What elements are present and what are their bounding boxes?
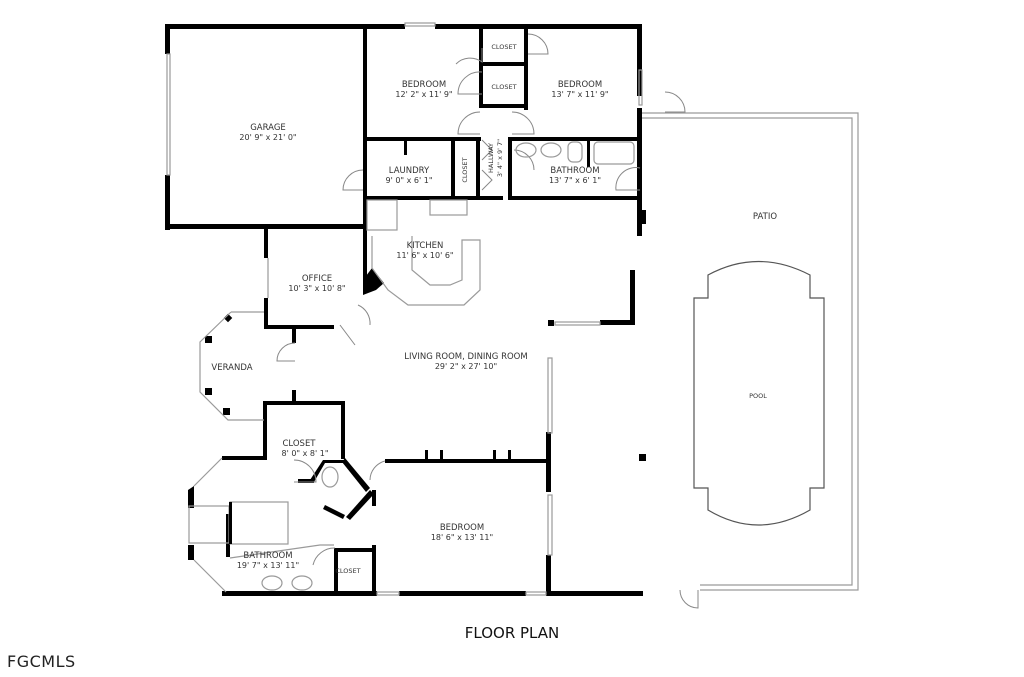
kitchen-label: KITCHEN	[407, 241, 444, 251]
windows	[193, 22, 643, 596]
bedroom-master-label: BEDROOM	[440, 523, 484, 533]
bedroom-1-dims: 12' 2" x 11' 9"	[395, 90, 452, 99]
kitchen-dims: 11' 6" x 10' 6"	[396, 251, 453, 260]
room-labels: GARAGE 20' 9" x 21' 0" BEDROOM 12' 2" x …	[211, 43, 777, 575]
walls	[165, 24, 646, 596]
hallway-label: HALLWAY	[487, 143, 495, 173]
bathroom-1-dims: 13' 7" x 6' 1"	[549, 176, 601, 185]
office-label: OFFICE	[302, 274, 332, 284]
fixtures	[188, 141, 635, 591]
closet-top-1-label: CLOSET	[491, 43, 516, 51]
closet-master-dims: 8' 0" x 8' 1"	[281, 449, 328, 458]
veranda-label: VERANDA	[211, 363, 252, 373]
garage-label: GARAGE	[250, 123, 286, 133]
bathroom-master-dims: 19' 7" x 13' 11"	[237, 561, 299, 570]
closet-top-2-label: CLOSET	[491, 83, 516, 91]
bedroom-2-dims: 13' 7" x 11' 9"	[551, 90, 608, 99]
doors	[276, 33, 699, 609]
closet-master-bath-label: CLOSET	[335, 567, 360, 575]
bathroom-master-label: BATHROOM	[243, 551, 292, 561]
bedroom-2-label: BEDROOM	[558, 80, 602, 90]
floor-plan-title: FLOOR PLAN	[464, 624, 560, 642]
patio-outline	[642, 112, 859, 591]
living-dining-label: LIVING ROOM, DINING ROOM	[404, 352, 527, 362]
bedroom-master-dims: 18' 6" x 13' 11"	[431, 533, 493, 542]
closet-master-label: CLOSET	[282, 439, 316, 449]
hallway-dims: 3' 4" x 9' 7"	[496, 139, 504, 177]
pool-label: POOL	[749, 392, 767, 400]
living-dining-dims: 29' 2" x 27' 10"	[435, 362, 497, 371]
closet-laundry-label: CLOSET	[461, 157, 469, 182]
laundry-label: LAUNDRY	[389, 166, 430, 176]
mls-watermark: FGCMLS	[7, 652, 76, 671]
office-dims: 10' 3" x 10' 8"	[288, 284, 345, 293]
bathroom-1-label: BATHROOM	[550, 166, 599, 176]
laundry-dims: 9' 0" x 6' 1"	[385, 176, 432, 185]
garage-dims: 20' 9" x 21' 0"	[239, 133, 296, 142]
bedroom-1-label: BEDROOM	[402, 80, 446, 90]
pool-outline	[693, 261, 825, 526]
patio-label: PATIO	[753, 212, 777, 222]
